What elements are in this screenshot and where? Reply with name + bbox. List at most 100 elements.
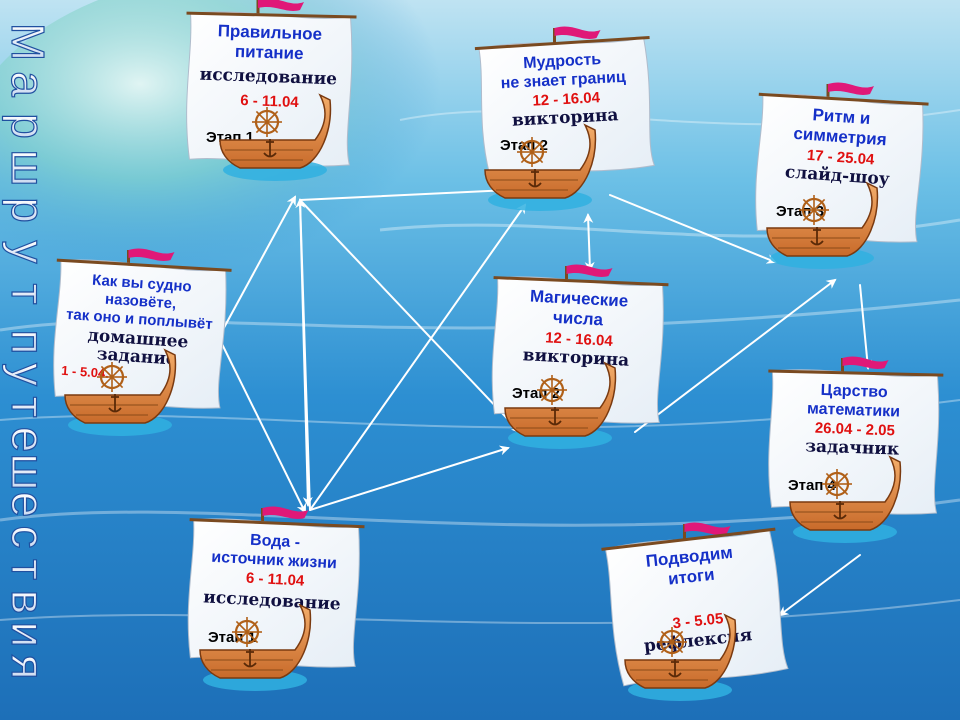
yard — [601, 527, 776, 551]
helm-spoke — [551, 378, 564, 391]
sail-cloth — [604, 529, 789, 687]
route-arrow — [309, 445, 510, 511]
route-arrow — [609, 194, 777, 264]
ship-title-line: не знает границ — [500, 69, 626, 93]
flag-icon — [842, 356, 889, 369]
vertical-title-letter: у — [2, 363, 54, 386]
vertical-title-letter: р — [2, 113, 54, 139]
helm-spoke — [255, 110, 268, 123]
anchor-icon — [810, 227, 824, 246]
helm-spoke — [520, 151, 533, 164]
yard — [768, 369, 944, 377]
hull-planks — [510, 417, 598, 429]
vertical-title-letter: с — [2, 526, 54, 549]
ship-dates: 3 - 5.05 — [672, 610, 724, 632]
helm-spoke — [802, 209, 815, 222]
helm-spoke — [100, 376, 113, 389]
route-arrow — [859, 284, 873, 370]
ship-title-line: математики — [807, 400, 901, 420]
hull-planks — [490, 179, 578, 191]
helm-spoke — [266, 110, 279, 123]
helm-spoke — [660, 630, 673, 643]
ship-title-line: источник жизни — [211, 549, 337, 573]
helm-spoke — [520, 140, 533, 153]
ship-title-line: Правильное — [217, 21, 322, 44]
helm-spoke — [235, 620, 248, 633]
yard — [493, 276, 669, 287]
helm-spoke — [825, 483, 838, 496]
helm-spoke — [531, 151, 544, 164]
sail-cloth — [491, 276, 664, 424]
helm-spoke — [246, 620, 259, 633]
hull-planks — [630, 669, 718, 681]
ship-title-line: числа — [553, 308, 604, 330]
vertical-title-letter: и — [2, 622, 54, 648]
flag-icon — [258, 0, 304, 11]
flag-icon — [566, 264, 613, 277]
vertical-title-letter: е — [2, 492, 54, 518]
ship-title-line: Как вы судно — [92, 272, 193, 296]
helm-spoke — [100, 365, 113, 378]
helm-spoke — [836, 483, 849, 496]
hull-planks — [772, 237, 860, 249]
route-arrow — [219, 195, 296, 336]
anchor-icon — [243, 649, 257, 668]
helm-spoke — [246, 631, 259, 644]
ship-stage: Этап 3 — [776, 203, 824, 220]
helm-spoke — [802, 198, 815, 211]
yard — [186, 11, 357, 19]
helm-spoke — [671, 630, 684, 643]
ship-dates: 6 - 11.04 — [245, 570, 305, 590]
anchor-icon — [108, 394, 122, 413]
ship-title-line: Вода - — [250, 532, 301, 552]
sail-cloth — [478, 37, 655, 175]
vertical-title-letter: т — [2, 396, 54, 417]
vertical-title-letter: п — [2, 330, 54, 355]
anchor-icon — [833, 501, 847, 520]
helm-spoke — [111, 376, 124, 389]
flag-icon — [684, 522, 731, 535]
ship-dates: 26.04 - 2.05 — [815, 420, 896, 440]
helm-spoke — [825, 472, 838, 485]
sail-cloth — [186, 11, 353, 167]
helm-spoke — [531, 140, 544, 153]
route-arrow — [295, 198, 311, 511]
anchor-icon — [263, 139, 277, 158]
vertical-title-letter: а — [2, 71, 54, 97]
vertical-title-letter: в — [2, 590, 54, 614]
ship-activity: задачник — [805, 436, 900, 459]
anchor-icon — [668, 659, 682, 678]
route-arrow — [583, 213, 595, 272]
sail-cloth — [755, 93, 924, 243]
anchor-icon — [528, 169, 542, 188]
ship-activity: исследование — [199, 65, 337, 90]
route-arrow — [299, 199, 522, 434]
helm-spoke — [540, 378, 553, 391]
ship-title-line: назовёте, — [104, 291, 176, 313]
ship-title-line: питание — [235, 42, 304, 63]
flag-icon — [554, 26, 601, 39]
ship-title-line: Царство — [820, 382, 888, 401]
flag-icon — [128, 248, 175, 261]
vertical-title-letter: я — [2, 655, 54, 680]
route-arrow — [778, 554, 861, 617]
helm-spoke — [235, 631, 248, 644]
vertical-title-letter: М — [2, 23, 54, 61]
helm-spoke — [540, 389, 553, 402]
yard — [758, 92, 929, 106]
ship-title-line: Мудрость — [523, 51, 602, 72]
